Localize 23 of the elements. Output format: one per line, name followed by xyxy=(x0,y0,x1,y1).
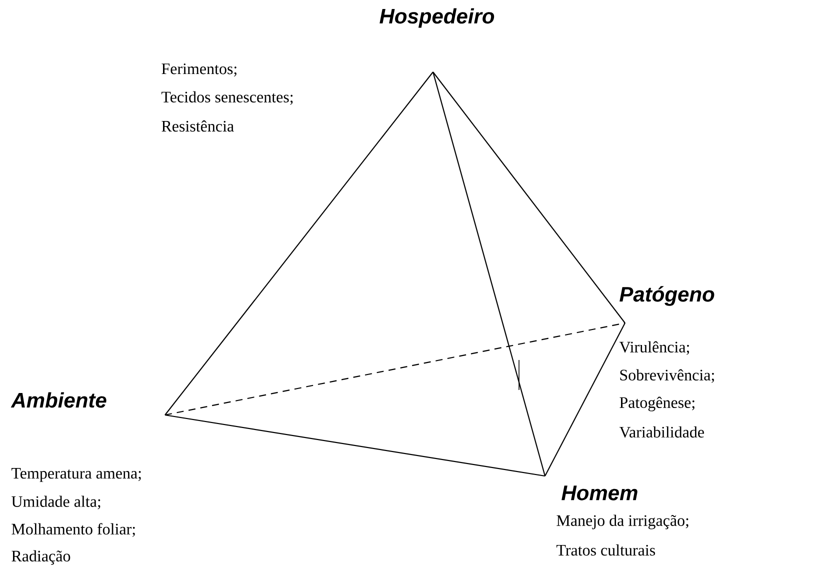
factor-text: Radiação xyxy=(12,550,70,565)
factor-text: Molhamento foliar; xyxy=(12,523,135,537)
factor-text: Patogênese; xyxy=(620,396,694,412)
tetrahedron-edge xyxy=(164,322,626,416)
tetrahedron-edge xyxy=(164,72,434,416)
vertex-heading: Patógeno xyxy=(620,286,714,306)
tetrahedron-edge xyxy=(432,72,546,476)
tetrahedron-edge xyxy=(544,322,626,476)
tetrahedron-edge xyxy=(164,414,546,477)
factor-text: Virulência; xyxy=(619,341,689,355)
factor-text: Temperatura amena; xyxy=(12,468,141,482)
factor-text: Variabilidade xyxy=(619,426,704,438)
tetrahedron-edge xyxy=(432,72,626,324)
factor-text: Ferimentos; xyxy=(162,63,236,77)
factor-text: Sobrevivência; xyxy=(620,369,714,383)
factor-text: Manejo da irrigação; xyxy=(556,514,688,530)
vertex-heading: Homem xyxy=(562,486,638,500)
vertex-heading: Ambiente xyxy=(10,392,106,408)
factor-text: Tecidos senescentes; xyxy=(162,91,293,105)
factor-text: Resistência xyxy=(162,120,234,132)
factor-text: Tratos culturais xyxy=(556,544,656,556)
factor-text: Umidade alta; xyxy=(12,496,100,510)
vertex-heading: Hospedeiro xyxy=(380,8,494,28)
